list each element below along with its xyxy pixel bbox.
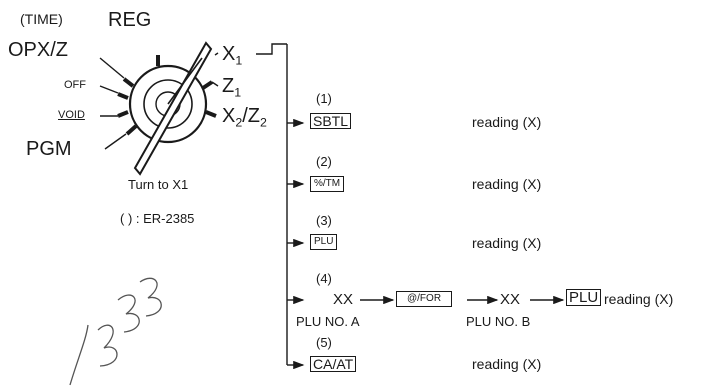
x2-z2-label: X2/Z2 <box>222 105 267 130</box>
step-1-result: reading (X) <box>472 114 542 130</box>
step-2-number: (2) <box>316 154 332 169</box>
reg-label: REG <box>108 9 152 31</box>
plu-key-large: PLU <box>566 289 602 306</box>
step-5-result: reading (X) <box>472 356 542 372</box>
at-for-key: @/FOR <box>396 291 453 307</box>
model-note: ( ) : ER-2385 <box>120 211 195 226</box>
plu-no-a-label: PLU NO. A <box>296 314 360 329</box>
opx-z-label: OPX/Z <box>8 39 69 61</box>
off-label: OFF <box>64 79 86 91</box>
percent-tm-key: %/TM <box>310 176 345 192</box>
z1-label: Z1 <box>222 75 242 100</box>
step-3-number: (3) <box>316 213 332 228</box>
step-4-result: reading (X) <box>604 291 674 307</box>
time-label: (TIME) <box>20 11 63 27</box>
sbtl-key: SBTL <box>310 113 352 129</box>
step-3-result: reading (X) <box>472 235 542 251</box>
plu-key: PLU <box>310 234 338 250</box>
step-5-number: (5) <box>316 335 332 350</box>
plu-no-b-label: PLU NO. B <box>466 314 531 329</box>
mode-dial <box>128 64 208 144</box>
x1-label: X1 <box>222 43 243 68</box>
step-4-number: (4) <box>316 271 332 286</box>
pgm-label: PGM <box>26 138 72 160</box>
handwriting-mark <box>69 277 162 386</box>
dial-caption: Turn to X1 <box>128 177 189 192</box>
void-label: VOID <box>58 109 85 121</box>
dial-key <box>133 41 213 176</box>
xx-b: XX <box>500 291 521 308</box>
step-2-result: reading (X) <box>472 176 542 192</box>
step-1-number: (1) <box>316 91 332 106</box>
xx-a: XX <box>333 291 354 308</box>
ca-at-key: CA/AT <box>310 356 357 372</box>
